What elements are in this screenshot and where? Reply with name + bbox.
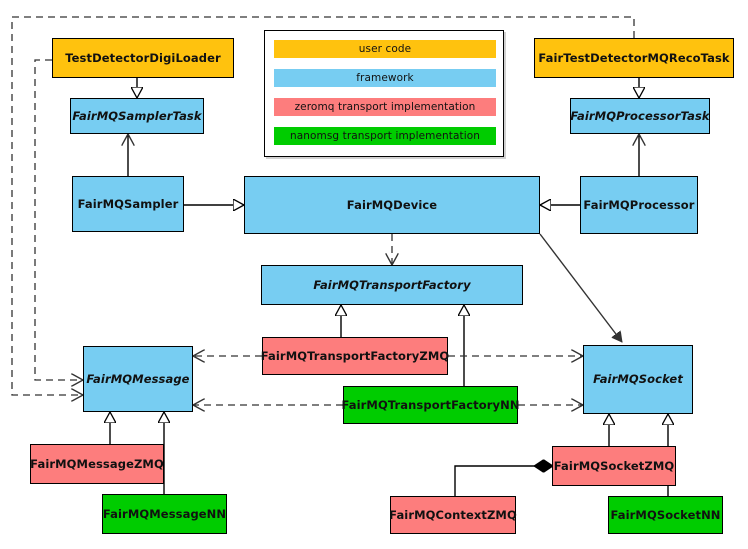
- class-node-fairmqmessagenn[interactable]: FairMQMessageNN: [102, 494, 227, 534]
- edge-device-socket: [539, 233, 622, 342]
- class-node-fairmqtransportfactoryzmq[interactable]: FairMQTransportFactoryZMQ: [261, 337, 449, 375]
- class-node-fairtestdetectormqrecotask[interactable]: FairTestDetectorMQRecoTask: [534, 38, 734, 78]
- class-node-fairmqtransportfactorynn[interactable]: FairMQTransportFactoryNN: [341, 386, 519, 424]
- class-node-fairmqsocketzmq[interactable]: FairMQSocketZMQ: [552, 446, 676, 486]
- class-node-fairmqsocketnn[interactable]: FairMQSocketNN: [608, 496, 723, 534]
- class-node-fairmqsocket[interactable]: FairMQSocket: [583, 345, 693, 414]
- class-node-fairmqsampler[interactable]: FairMQSampler: [72, 176, 184, 232]
- class-node-fairmqprocessor[interactable]: FairMQProcessor: [580, 176, 698, 234]
- legend-item-framework: framework: [274, 69, 496, 87]
- legend-item-zeromq: zeromq transport implementation: [274, 98, 496, 116]
- edge-contextzmq-socketzmq: [454, 466, 552, 496]
- class-node-fairmqprocessortask[interactable]: FairMQProcessorTask: [570, 98, 710, 134]
- class-node-fairmqmessagezmq[interactable]: FairMQMessageZMQ: [30, 444, 164, 484]
- class-node-testdetectordigiloader[interactable]: TestDetectorDigiLoader: [52, 38, 234, 78]
- class-node-fairmqsamplertask[interactable]: FairMQSamplerTask: [70, 98, 204, 134]
- legend-item-nanomsg: nanomsg transport implementation: [274, 127, 496, 145]
- class-node-fairmqtransportfactory[interactable]: FairMQTransportFactory: [261, 265, 523, 305]
- class-node-fairmqmessage[interactable]: FairMQMessage: [83, 346, 193, 412]
- legend-box: user code framework zeromq transport imp…: [264, 30, 504, 157]
- class-node-fairmqcontextzmq[interactable]: FairMQContextZMQ: [389, 496, 517, 534]
- legend-item-user-code: user code: [274, 40, 496, 58]
- class-node-fairmqdevice[interactable]: FairMQDevice: [244, 176, 540, 234]
